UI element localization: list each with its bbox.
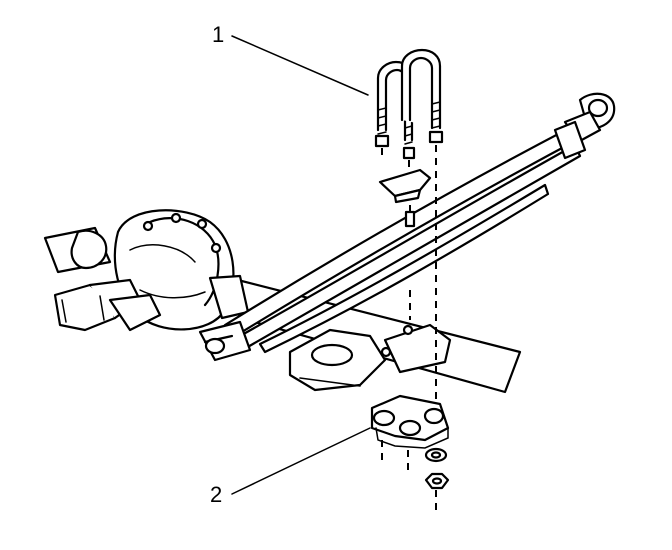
- callout-2-leader: [231, 427, 371, 495]
- alignment-lines: [381, 145, 437, 515]
- u-bolts: [374, 48, 444, 160]
- callout-2-label: 2: [210, 482, 222, 507]
- clamp-plate: [370, 394, 450, 449]
- callout-1-leader: [231, 35, 369, 96]
- leaf-spring: [198, 92, 616, 362]
- spring-spacer: [378, 168, 432, 228]
- nut-and-washer: [424, 447, 450, 490]
- callout-1-label: 1: [212, 22, 224, 47]
- spring-seat: [288, 323, 452, 392]
